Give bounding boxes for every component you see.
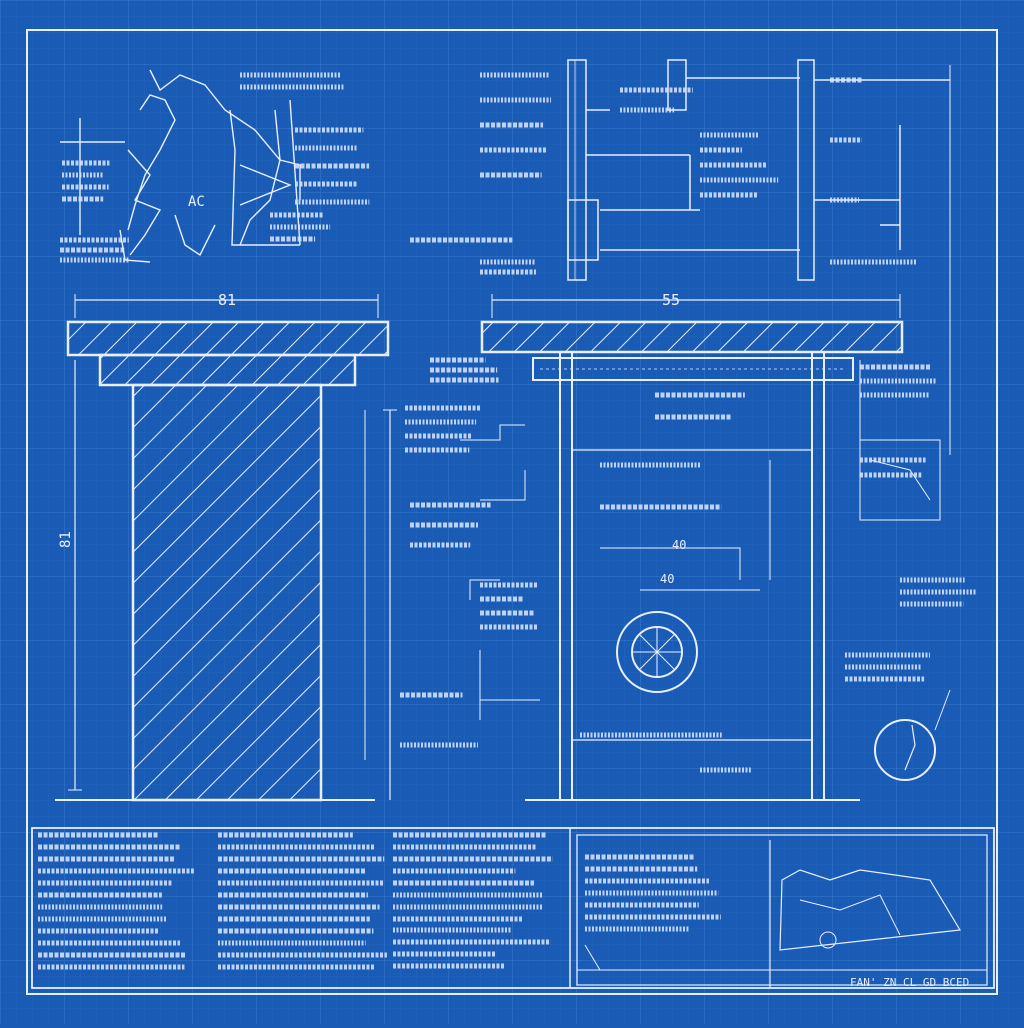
left-height-label: 81 <box>58 531 74 548</box>
center-cap-beam <box>480 320 904 354</box>
center-tag-a: 40 <box>672 538 686 552</box>
detail-tag-ac: AC <box>188 194 205 210</box>
small-circle-detail <box>874 689 951 781</box>
top-left-detail-sketch <box>60 69 301 263</box>
wheel-detail <box>616 611 698 693</box>
title-block-code: FAN' ZN CL GD BCED <box>850 976 969 989</box>
center-frame-elevation <box>383 294 941 801</box>
center-tag-b: 40 <box>660 572 674 586</box>
left-column-cap <box>66 320 390 357</box>
center-lower-beam <box>532 357 854 381</box>
center-width-label: 55 <box>662 291 680 309</box>
left-column-section <box>55 294 390 802</box>
left-column-collar <box>98 353 357 387</box>
title-block <box>31 827 995 989</box>
left-width-label: 81 <box>218 291 236 309</box>
scribble-annotations <box>38 72 976 970</box>
sheet-border <box>26 29 998 995</box>
left-column-shaft <box>131 383 323 802</box>
top-right-elevation-sketch <box>567 59 951 455</box>
